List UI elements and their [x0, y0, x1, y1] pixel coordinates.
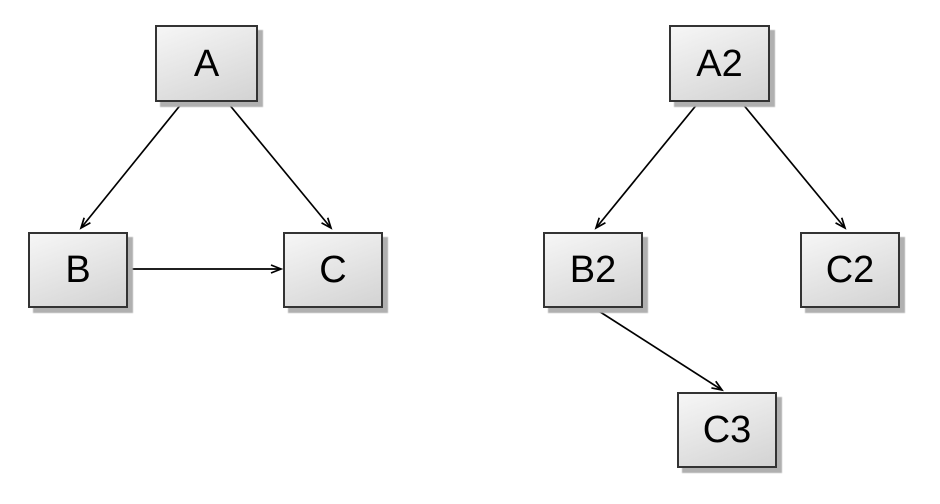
- node-B2[interactable]: B2: [543, 232, 643, 308]
- node-A[interactable]: A: [155, 25, 258, 102]
- node-label: C3: [702, 409, 752, 451]
- node-label: B2: [569, 249, 617, 291]
- edge-A-B[interactable]: [79, 102, 183, 230]
- node-C2[interactable]: C2: [800, 232, 900, 308]
- edge-A2-C2[interactable]: [741, 102, 847, 230]
- node-C[interactable]: C: [283, 232, 383, 308]
- edge-A-C[interactable]: [227, 102, 333, 230]
- edge-B2-C3[interactable]: [593, 307, 724, 392]
- node-label: A2: [696, 42, 743, 85]
- node-label: B: [65, 249, 91, 291]
- edge-A2-B2[interactable]: [594, 102, 699, 230]
- node-label: A: [193, 42, 220, 85]
- node-label: C: [319, 249, 347, 291]
- node-label: C2: [825, 249, 875, 291]
- node-A2[interactable]: A2: [669, 25, 770, 102]
- node-C3[interactable]: C3: [677, 392, 777, 468]
- node-B[interactable]: B: [28, 232, 128, 308]
